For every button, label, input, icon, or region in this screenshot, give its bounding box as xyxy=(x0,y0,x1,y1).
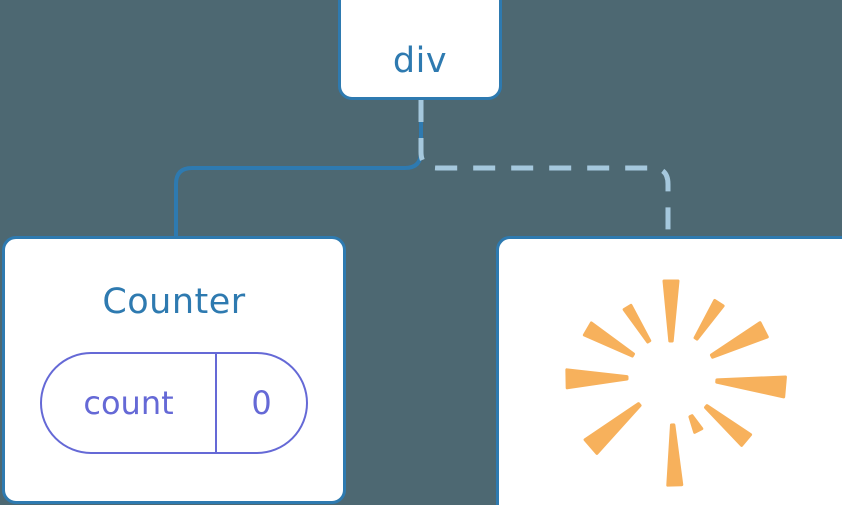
state-badge[interactable]: count 0 xyxy=(40,352,308,454)
edge-div-to-counter xyxy=(174,98,423,240)
burst-ray xyxy=(703,404,753,447)
node-counter-label: Counter xyxy=(102,282,246,322)
burst-ray xyxy=(583,402,642,455)
node-counter[interactable]: Counter count 0 xyxy=(2,236,346,504)
burst-ray xyxy=(565,368,629,390)
burst-ray xyxy=(582,321,635,358)
state-key-label: count xyxy=(42,354,217,452)
node-div[interactable]: div xyxy=(338,0,502,100)
edge-div-to-burst xyxy=(418,100,671,238)
burst-ray xyxy=(666,423,684,487)
node-burst[interactable] xyxy=(496,236,842,505)
node-div-label: div xyxy=(392,41,448,81)
burst-ray xyxy=(662,279,680,343)
burst-ray xyxy=(693,298,725,341)
burst-ray xyxy=(688,414,704,434)
burst-ray xyxy=(622,303,652,344)
burst-ray xyxy=(715,375,787,399)
sparkle-burst-icon xyxy=(565,279,787,487)
state-value-label: 0 xyxy=(251,384,272,422)
burst-ray xyxy=(709,321,769,359)
